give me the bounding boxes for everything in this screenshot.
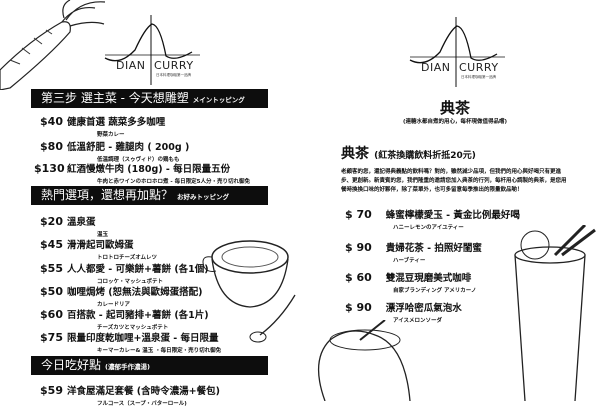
logo-curry: CURRY [459, 61, 499, 74]
page-subtitle: (連糖水都自煮的用心，每杯現做值得品嚐) [402, 119, 508, 125]
logo-dian: DIAN [421, 61, 451, 74]
logo-curry: CURRY [154, 59, 194, 72]
logo-left: DIAN CURRY 日本料理咖喱第一品牌 [100, 10, 210, 85]
logo-wave-icon [409, 17, 505, 87]
section-heading: 典茶 (紅茶換購飲料折抵20元) [341, 146, 476, 162]
logo-right: DIAN CURRY 日本料理咖喱第一品牌 [405, 12, 515, 87]
section-banner-toppings: 熱門選項，還想再加點？お好みトッピング [31, 186, 268, 205]
soup-bowl-illustration [202, 240, 296, 343]
description: 老顧客的您，還記得典義點的飲料嗎？對的，雖然減少品項，但我們的用心與好喝只有更進… [341, 169, 567, 193]
section-banner-main: 第三步 選主菜 - 今天想雕塑メイントッピング [31, 89, 268, 108]
logo-dian: DIAN [116, 59, 146, 72]
sack-illustration [317, 320, 411, 401]
carrot-illustration [0, 0, 106, 90]
logo-wave-icon [104, 15, 200, 85]
drink-glass-illustration [514, 225, 596, 401]
logo-tagline: 日本料理咖喱第一品牌 [156, 73, 191, 77]
section-banner-today: 今日吃好點(濃郁手作濃湯) [31, 356, 268, 375]
page-title: 典茶 [439, 99, 470, 117]
logo-tagline: 日本料理咖喱第一品牌 [461, 75, 496, 79]
